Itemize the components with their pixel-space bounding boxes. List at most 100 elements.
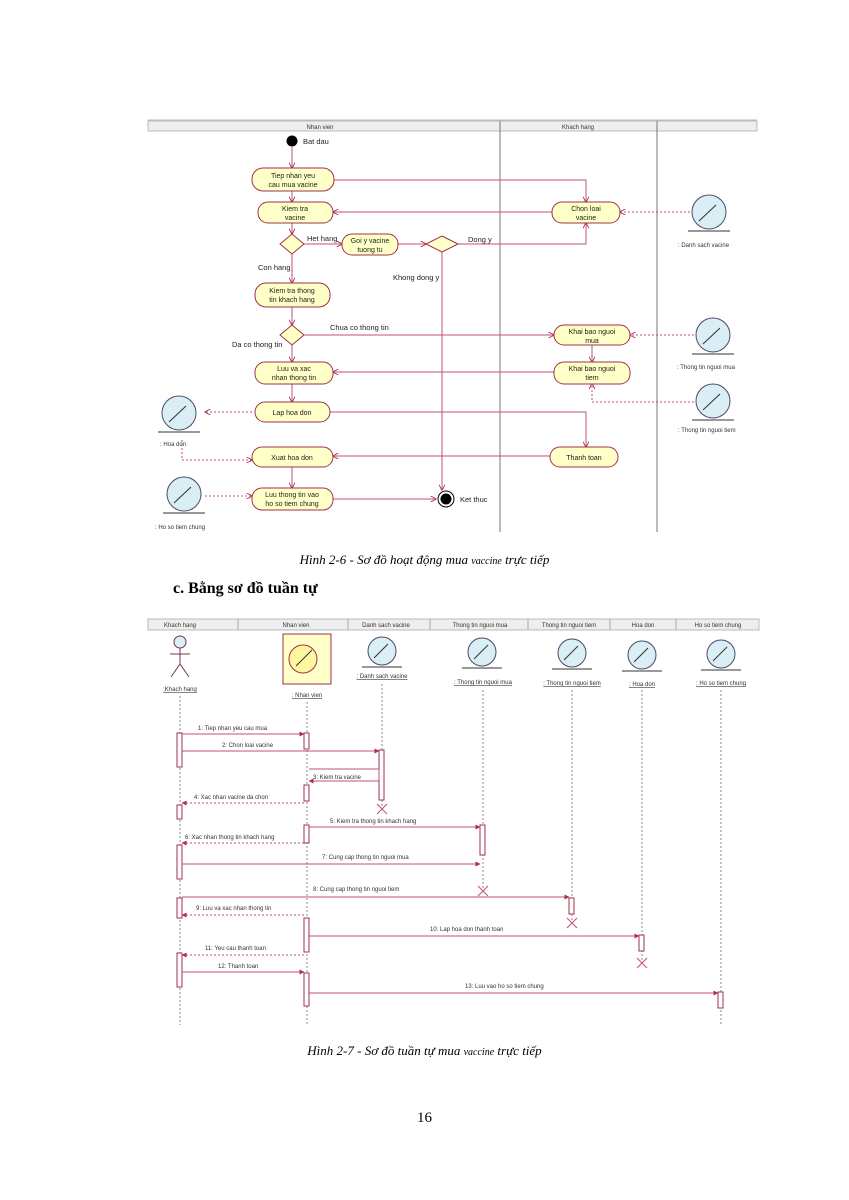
object-label: : Danh sach vacine [678,243,730,249]
message-label: 13: Luu vao ho so tiem chung [465,984,544,990]
guard-label: Chua co thong tin [330,323,389,332]
message-label: 6: Xac nhan thong tin khach hang [185,835,274,841]
entity-icon [362,636,402,668]
action-goi-y-vacine [341,233,399,256]
action-label: tiem [585,375,598,382]
activation-bars [176,732,724,1009]
object-ho-so: : Ho so tiem chung [155,476,205,531]
object-thong-tin-mua: : Thong tin nguoi mua [677,317,736,371]
lifeline-label: : Hoa don [629,682,655,688]
action-label: cau mua vacine [268,182,317,189]
message-label: 1: Tiep nhan yeu cau mua [198,726,268,732]
action-xuat-hoa-don [251,446,334,468]
action-label: Khai bao nguoi [569,366,616,373]
message-label: 4: Xac nhan vacine da chon [194,795,268,801]
section-heading: c. Bằng sơ đồ tuần tự [173,580,318,597]
action-label: Luu va xac [277,366,311,373]
message-label: 3: Kiem tra vacine [313,775,362,781]
object-hoa-don: : Hoa don [158,395,200,448]
action-label: tuong tu [357,247,382,254]
action-khai-bao-mua [553,324,631,346]
guard-label: Het hang [307,234,337,243]
object-thong-tin-tiem: : Thong tin nguoi tiem [678,383,736,434]
object-flows [181,212,698,496]
action-khai-bao-tiem [553,361,631,385]
action-label: nhan thong tin [272,375,316,382]
action-label: tin khach hang [269,297,315,304]
lane-label: Nhan vien [306,125,333,131]
action-label: Chon loai [571,206,601,213]
action-label: Khai bao nguoi [569,329,616,336]
sequence-header-bar [147,618,760,631]
action-label: vacine [285,215,305,222]
action-kiem-tra-vacine [257,201,334,224]
message-label: 9: Luu va xac nhan thong tin [196,906,271,912]
figure-caption: Hình 2-6 - Sơ đồ hoạt động mua vaccine t… [299,552,550,567]
action-luu-xac-nhan [254,361,334,385]
action-tiep-nhan [251,167,335,192]
message-label: 2: Chon loai vacine [222,743,274,749]
action-label: Thanh toan [566,455,602,462]
lifeline-label: : Nhan vien [292,693,322,699]
action-label: Kiem tra thong [269,288,315,295]
action-label: mua [585,338,599,345]
message-label: 10: Lap hoa don thanh toan [430,927,503,933]
entity-icon [701,639,741,671]
decision-node [279,324,305,346]
lifeline-header: Nhan vien [282,623,309,629]
lifeline-header: Thong tin nguoi mua [453,623,508,629]
entity-icon [462,637,502,669]
action-label: Xuat hoa don [271,455,313,462]
page-number: 16 [417,1110,432,1126]
action-label: Goi y vacine [351,238,390,245]
object-label: : Thong tin nguoi mua [677,365,736,371]
action-chon-loai [551,201,621,224]
lifeline-label: :Khach hang [163,687,197,693]
object-label: : Hoa don [160,442,186,448]
lifeline-header: Hoa don [632,623,655,629]
guard-label: Dong y [468,235,492,244]
figure-caption: Hình 2-7 - Sơ đồ tuần tự mua vaccine trự… [307,1043,542,1058]
action-thanh-toan [549,446,619,468]
lifeline-header: Khach hang [164,623,196,629]
lifeline-label: : Thong tin nguoi tiem [543,681,601,687]
entity-icon [552,638,592,670]
start-node [286,135,298,147]
guard-label: Da co thong tin [232,340,282,349]
lifeline-label: : Danh sach vacine [356,674,408,680]
sequence-diagram: Khach hang Nhan vien Danh sach vacine Th… [147,618,760,1025]
message-label: 7: Cung cap thong tin nguoi mua [322,855,409,861]
start-label: Bat dau [303,137,329,146]
guard-label: Khong dong y [393,273,440,282]
object-label: : Ho so tiem chung [155,525,205,531]
swimlane-header [147,120,758,132]
decision-node [279,233,305,255]
destroy-marks [376,803,648,969]
object-label: : Thong tin nguoi tiem [678,428,736,434]
message-label: 11: Yeu cau thanh toan [205,946,266,952]
actor-icon [170,635,190,678]
action-luu-ho-so [251,487,334,511]
message-label: 8: Cung cap thong tin nguoi tiem [313,887,399,893]
control-flows [292,147,592,499]
message-label: 12: Thanh toan [218,964,258,970]
lifeline-label: : Ho so tiem chung [696,681,746,687]
entity-icon [622,640,662,672]
action-lap-hoa-don [254,401,331,423]
action-label: ho so tiem chung [265,501,318,508]
lifeline-header: Danh sach vacine [362,623,410,629]
guard-label: Con hang [258,263,291,272]
lifeline-label: : Thong tin nguoi mua [454,680,513,686]
action-label: vacine [576,215,596,222]
message-label: 5: Kiem tra thong tin khach hang [330,819,416,825]
action-label: Kiem tra [282,206,308,213]
lifelines [179,684,722,1025]
object-danh-sach: : Danh sach vacine [678,194,730,249]
controller-icon [282,633,332,685]
messages [181,731,719,996]
action-label: Tiep nhan yeu [271,173,315,180]
end-label: Ket thuc [460,495,488,504]
activity-diagram: Nhan vien Khach hang [147,119,758,532]
action-label: Lap hoa don [273,410,312,417]
